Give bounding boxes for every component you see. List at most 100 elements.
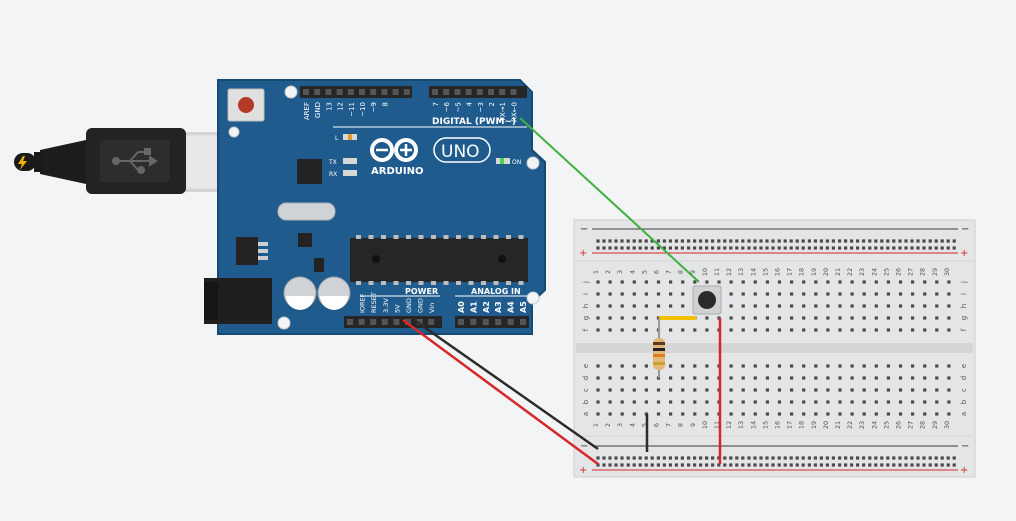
- column-label: 7: [665, 423, 673, 427]
- column-label: 23: [858, 268, 866, 276]
- column-label: 19: [810, 268, 818, 276]
- header-pin-hole[interactable]: [482, 319, 489, 325]
- wire-gnd-to-rail[interactable]: [413, 318, 599, 451]
- analog-pin-label: A4: [507, 301, 516, 313]
- rail-minus-top-left: −: [580, 224, 588, 235]
- led-l-label: L: [335, 135, 339, 142]
- capacitor-1: [283, 276, 317, 310]
- row-label: b: [582, 399, 590, 404]
- led-rx-label: RX: [329, 171, 337, 178]
- header-pin-hole[interactable]: [336, 89, 343, 95]
- header-pin-hole[interactable]: [405, 319, 411, 325]
- digital-pin-label: TX→1: [499, 102, 507, 122]
- power-pin-label: RESET: [370, 292, 378, 313]
- column-label: 25: [882, 421, 890, 429]
- led-rx: [343, 170, 357, 176]
- header-pin-hole[interactable]: [359, 89, 365, 95]
- header-pin-hole[interactable]: [454, 89, 461, 95]
- row-label: g: [582, 316, 590, 320]
- header-pin-hole[interactable]: [495, 319, 502, 325]
- led-tx: [343, 158, 357, 164]
- power-analog-pin-holes[interactable]: [347, 319, 526, 325]
- header-pin-hole[interactable]: [520, 319, 526, 325]
- resistor[interactable]: [653, 318, 665, 378]
- digital-pin-label: ~5: [454, 102, 462, 112]
- header-pin-hole[interactable]: [403, 89, 410, 95]
- header-pin-hole[interactable]: [416, 319, 423, 325]
- row-label: h: [582, 304, 590, 308]
- column-label: 26: [895, 421, 903, 429]
- column-label: 24: [870, 421, 878, 429]
- header-pin-hole[interactable]: [370, 319, 377, 325]
- column-label: 17: [786, 421, 794, 429]
- digital-pin-holes[interactable]: [303, 89, 517, 95]
- header-pin-hole[interactable]: [325, 89, 332, 95]
- power-pin-label: Vin: [428, 303, 436, 313]
- column-label: 17: [786, 268, 794, 276]
- column-label: 24: [870, 268, 878, 276]
- column-label: 10: [701, 268, 709, 276]
- column-label: 14: [749, 421, 757, 429]
- column-label: 20: [822, 421, 830, 429]
- rail-minus-top-right: −: [961, 224, 969, 235]
- breadboard-holes[interactable]: [596, 239, 956, 467]
- breadboard-labels: 1122334455667788991010111112121313141415…: [582, 268, 968, 429]
- column-label: 9: [689, 423, 697, 427]
- header-pin-hole[interactable]: [370, 89, 377, 95]
- header-pin-hole[interactable]: [393, 319, 400, 325]
- analog-pin-label: A5: [519, 301, 528, 313]
- header-pin-hole[interactable]: [476, 89, 483, 95]
- column-label: 6: [653, 270, 661, 274]
- digital-pin-label: ~11: [348, 102, 356, 117]
- usb-icon: [112, 148, 158, 174]
- header-pin-hole[interactable]: [432, 89, 438, 95]
- rail-plus-bottom-left: +: [579, 465, 587, 476]
- header-pin-hole[interactable]: [347, 89, 354, 95]
- header-pin-hole[interactable]: [358, 319, 365, 325]
- column-label: 9: [689, 270, 697, 274]
- header-pin-hole[interactable]: [507, 319, 514, 325]
- row-label: c: [960, 388, 968, 392]
- pushbutton[interactable]: [692, 285, 722, 315]
- column-label: 11: [713, 421, 721, 429]
- dc-power-jack: [204, 278, 272, 324]
- header-pin-hole[interactable]: [443, 89, 450, 95]
- header-pin-hole[interactable]: [303, 89, 309, 95]
- header-pin-hole[interactable]: [465, 89, 472, 95]
- header-pin-hole[interactable]: [488, 89, 494, 95]
- header-pin-hole[interactable]: [392, 89, 399, 95]
- header-pin-hole[interactable]: [510, 89, 517, 95]
- column-label: 8: [677, 423, 685, 427]
- header-pin-hole[interactable]: [347, 319, 353, 325]
- header-pin-hole[interactable]: [381, 89, 388, 95]
- header-pin-hole[interactable]: [499, 89, 506, 95]
- rail-plus-top-left: +: [579, 248, 587, 259]
- digital-pin-label: ~10: [359, 102, 367, 117]
- column-label: 11: [713, 268, 721, 276]
- header-pin-hole[interactable]: [470, 319, 477, 325]
- reset-button[interactable]: [227, 88, 265, 122]
- capacitor-2: [317, 276, 351, 310]
- breadboard[interactable]: − − + + − − + + 112233445566778899101011…: [573, 219, 976, 478]
- row-label: j: [960, 281, 968, 284]
- atmega-chip: [350, 235, 528, 285]
- column-label: 18: [798, 268, 806, 276]
- column-label: 15: [761, 421, 769, 429]
- wire-5v-to-rail[interactable]: [402, 318, 599, 466]
- header-pin-hole[interactable]: [428, 319, 435, 325]
- header-pin-hole[interactable]: [381, 319, 388, 325]
- header-pin-hole[interactable]: [314, 89, 321, 95]
- header-pin-hole[interactable]: [458, 319, 464, 325]
- rail-plus-top-right: +: [960, 248, 968, 259]
- analog-pin-label: A2: [482, 301, 491, 313]
- row-label: e: [582, 364, 590, 368]
- wire-pin2-to-button[interactable]: [519, 117, 700, 283]
- column-label: 22: [846, 421, 854, 429]
- row-label: i: [960, 293, 968, 295]
- column-label: 13: [737, 421, 745, 429]
- voltage-regulator: [236, 237, 258, 265]
- digital-pin-label: ~6: [443, 101, 451, 112]
